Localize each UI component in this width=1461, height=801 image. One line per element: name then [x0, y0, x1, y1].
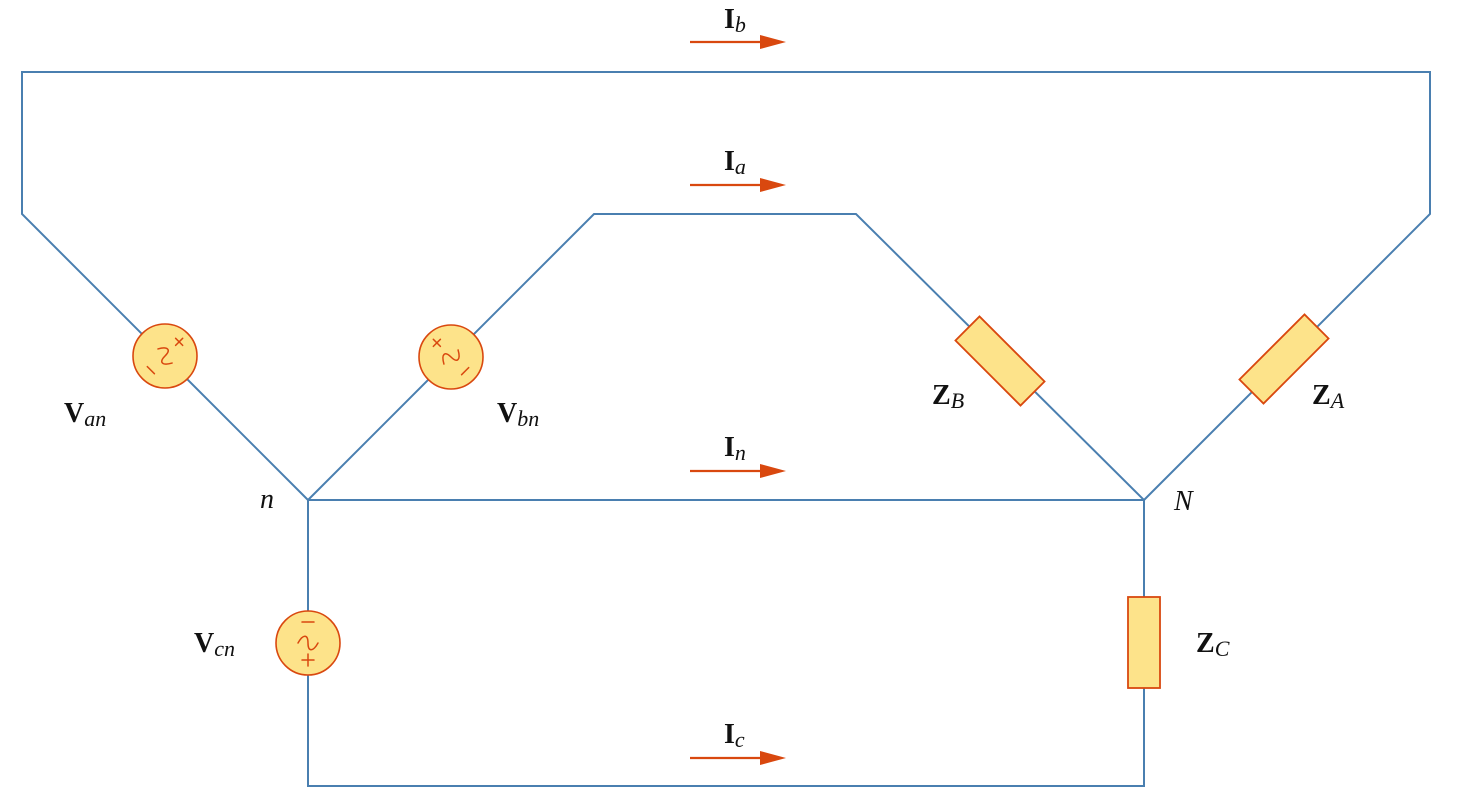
label-ib: Ib [724, 4, 746, 37]
label-za: ZA [1312, 380, 1345, 413]
impedance-zb [954, 315, 1046, 407]
voltage-source-vbn [418, 324, 484, 390]
impedance-zc [1127, 596, 1161, 689]
label-zc: ZC [1196, 628, 1230, 661]
label-zb: ZB [932, 380, 964, 413]
impedance-za [1238, 313, 1330, 405]
current-arrow-ic [690, 751, 786, 765]
label-vcn: Vcn [194, 628, 235, 661]
label-node-n: n [260, 484, 274, 515]
label-vbn: Vbn [497, 398, 539, 431]
label-van: Van [64, 398, 106, 431]
wires [21, 71, 1431, 787]
wire-line-b [21, 71, 1431, 501]
label-in: In [724, 432, 746, 465]
current-arrow-in [690, 464, 786, 478]
voltage-source-van [132, 323, 198, 389]
current-arrow-ib [690, 35, 786, 49]
label-node-N: N [1173, 486, 1194, 517]
voltage-source-vcn [275, 610, 341, 676]
label-ic: Ic [724, 719, 745, 752]
current-arrow-ia [690, 178, 786, 192]
label-ia: Ia [724, 146, 746, 179]
